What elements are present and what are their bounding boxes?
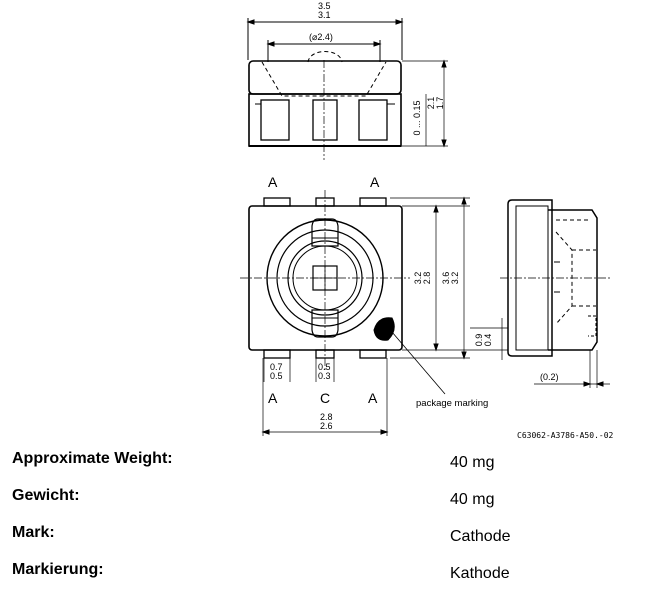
standoff: 0 ... 0.15 [412,100,422,135]
front-view: A A package marking [240,174,488,436]
body-width-max: 2.8 [320,412,333,422]
body-width-min: 2.6 [320,421,333,431]
property-row-gewicht: Gewicht: 40 mg [12,487,632,524]
property-label: Approximate Weight: [12,450,173,467]
property-row-mark: Mark: Cathode [12,524,632,561]
property-label: Gewicht: [12,487,80,504]
property-label: Markierung: [12,561,104,578]
property-value: Kathode [450,565,510,582]
center-pad-width-max: 0.5 [318,362,331,372]
lead-height-min: 0.4 [483,334,493,347]
body-height-max: 3.2 [413,272,423,285]
side-view: 0.9 0.4 (0.2) [470,199,610,388]
height-min: 1.7 [435,97,445,110]
package-dimension-drawing: 3.5 3.1 (⌀2.4) 2.1 1.7 0 ... 0.15 [240,1,614,440]
properties-table: Approximate Weight: 40 mg Gewicht: 40 mg… [12,450,632,598]
property-value: 40 mg [450,491,495,508]
overall-height-min: 3.2 [450,272,460,285]
label-bottom-right: A [368,390,378,406]
property-row-markierung: Markierung: Kathode [12,561,632,598]
lead-offset: (0.2) [540,372,559,382]
body-height-min: 2.8 [422,272,432,285]
label-bottom-center: C [320,390,330,406]
lens-diameter: (⌀2.4) [309,32,333,42]
property-label: Mark: [12,524,55,541]
overall-width-max: 3.5 [318,1,331,11]
property-row-weight: Approximate Weight: 40 mg [12,450,632,487]
drawing-reference: C63062-A3786-A50.-02 [517,431,614,440]
pad-width-min: 0.5 [270,371,283,381]
lead-height-max: 0.9 [474,334,484,347]
top-view: 3.5 3.1 (⌀2.4) 2.1 1.7 0 ... 0.15 [246,1,448,160]
property-value: 40 mg [450,454,495,471]
label-bottom-left: A [268,390,278,406]
overall-height-max: 3.6 [441,272,451,285]
package-marking-label: package marking [416,398,488,409]
height-max: 2.1 [426,97,436,110]
pad-width-max: 0.7 [270,362,283,372]
overall-width-min: 3.1 [318,10,331,20]
label-top-left: A [268,174,278,190]
center-pad-width-min: 0.3 [318,371,331,381]
label-top-right: A [370,174,380,190]
property-value: Cathode [450,528,511,545]
